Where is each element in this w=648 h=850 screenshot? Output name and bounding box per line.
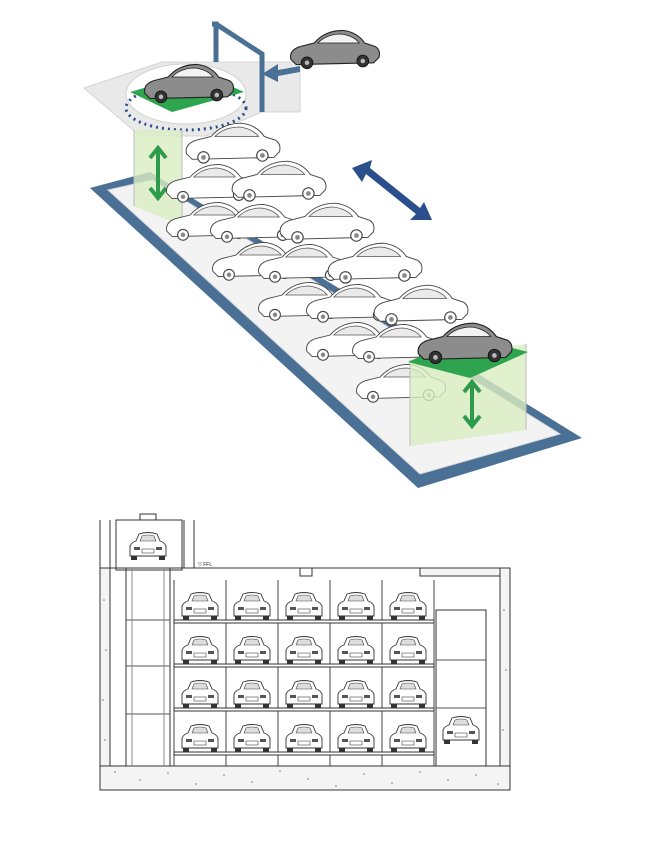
stored-car-front bbox=[181, 724, 219, 753]
stored-car bbox=[279, 202, 375, 244]
stored-car-front bbox=[181, 592, 219, 621]
section-elevation-view: ▽ FFL bbox=[99, 513, 511, 791]
shuttle-arrow-icon bbox=[352, 160, 432, 220]
isometric-parking-view bbox=[83, 21, 582, 488]
right-lift-car bbox=[442, 716, 480, 745]
stored-car-front bbox=[389, 724, 427, 753]
stored-car-front bbox=[233, 636, 271, 665]
left-lift bbox=[125, 567, 171, 767]
stored-car-front bbox=[233, 680, 271, 709]
lift-arrow-icon bbox=[148, 144, 168, 202]
entry-gate bbox=[212, 21, 265, 112]
stored-car bbox=[231, 160, 327, 202]
rack-pallet bbox=[173, 707, 435, 712]
level-label: ▽ FFL bbox=[198, 562, 212, 568]
exit-lift-arrow-icon bbox=[462, 378, 482, 430]
stored-car-front bbox=[233, 592, 271, 621]
rack-pallet bbox=[173, 751, 435, 756]
entry-car bbox=[129, 532, 167, 561]
stored-car-front bbox=[337, 724, 375, 753]
entry-arrow-icon bbox=[262, 64, 300, 82]
stored-car-front bbox=[389, 680, 427, 709]
stored-car-front bbox=[181, 680, 219, 709]
turntable-icon bbox=[124, 84, 248, 132]
stored-car-front bbox=[389, 636, 427, 665]
stored-car-front bbox=[337, 680, 375, 709]
stored-car bbox=[373, 284, 469, 326]
incoming-car bbox=[290, 29, 380, 70]
stored-car-front bbox=[181, 636, 219, 665]
rack-pallet bbox=[173, 619, 435, 624]
car-on-exit-lift bbox=[417, 322, 513, 365]
left-wall bbox=[99, 567, 111, 791]
stored-car-front bbox=[285, 592, 323, 621]
stored-car-front bbox=[389, 592, 427, 621]
stored-car-front bbox=[337, 636, 375, 665]
rack-pallet bbox=[173, 663, 435, 668]
stored-car-front bbox=[285, 680, 323, 709]
foundation-slab bbox=[99, 765, 511, 791]
stored-car bbox=[327, 242, 423, 284]
stored-car-front bbox=[285, 724, 323, 753]
stored-car-front bbox=[285, 636, 323, 665]
stored-car-front bbox=[233, 724, 271, 753]
right-lift bbox=[435, 609, 487, 767]
right-wall bbox=[499, 567, 511, 791]
stored-car-front bbox=[337, 592, 375, 621]
storage-racks bbox=[173, 580, 435, 766]
